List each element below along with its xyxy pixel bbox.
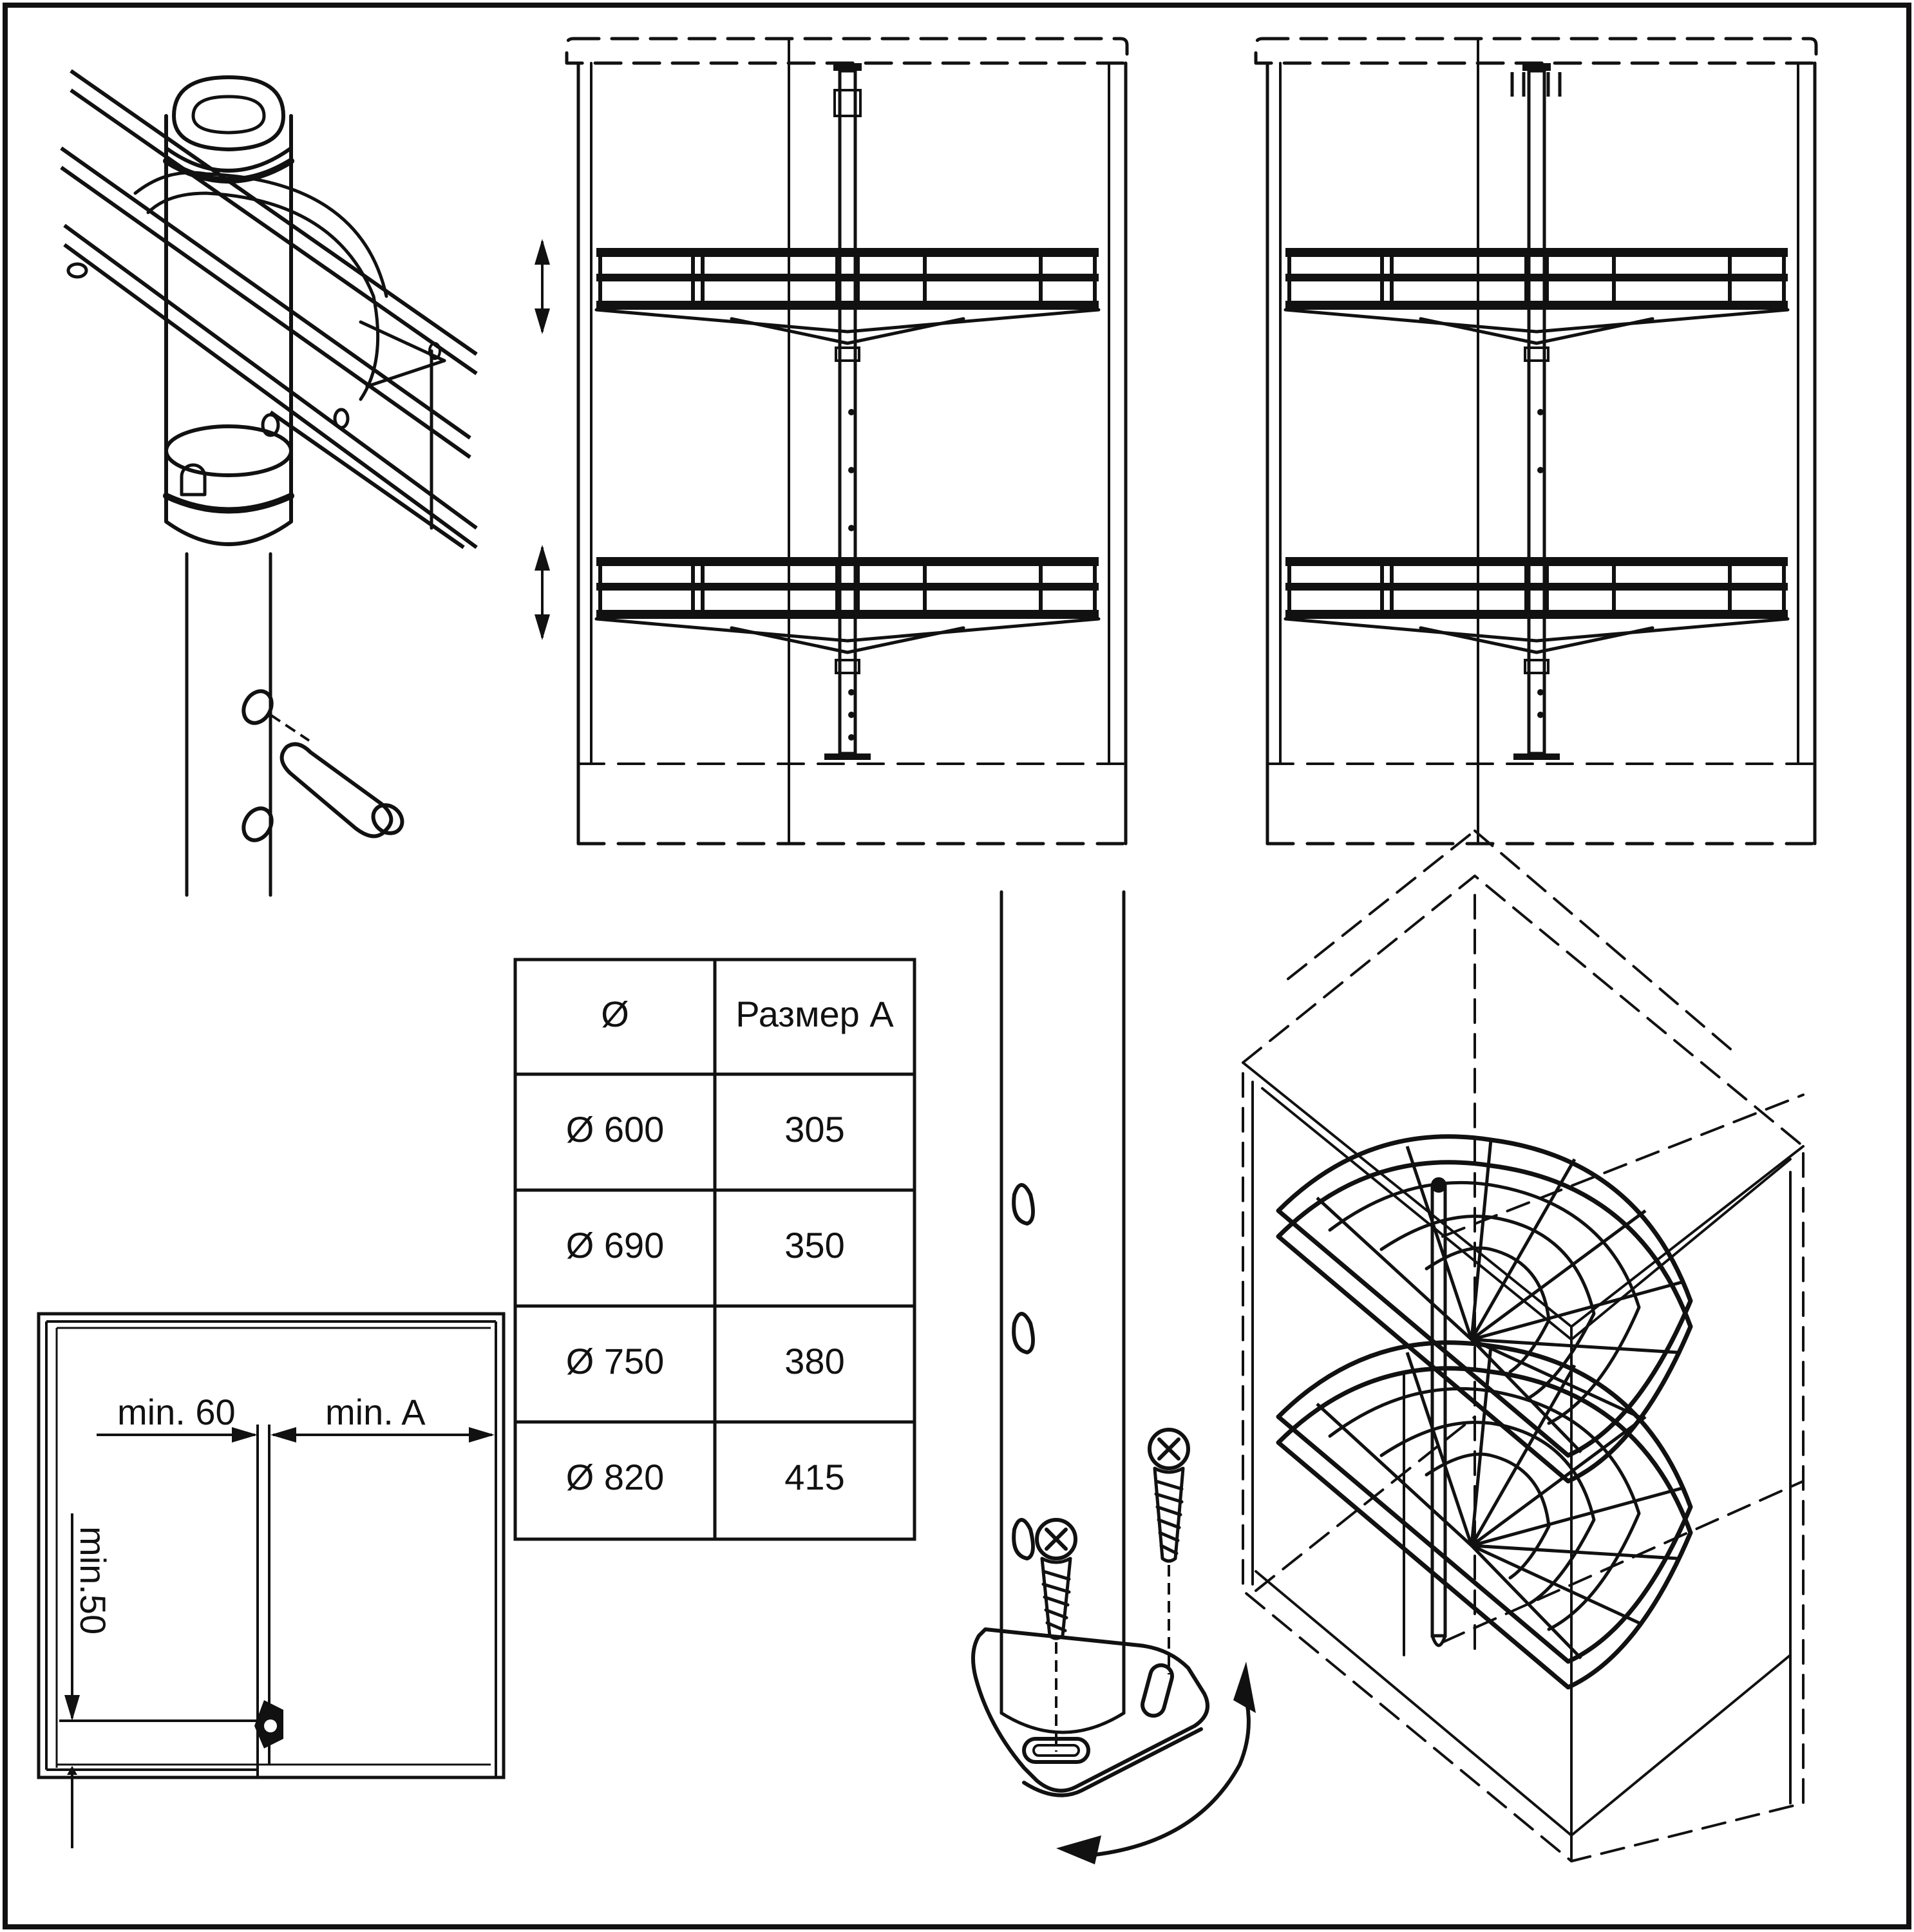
- table-header-size-a: Размер А: [735, 994, 894, 1034]
- table-cell: 350: [784, 1225, 844, 1265]
- table-cell: Ø 750: [566, 1341, 665, 1381]
- screw-left: [1035, 1518, 1077, 1752]
- table-cell: Ø 820: [566, 1457, 665, 1497]
- size-table: Ø Размер А Ø 600 305 Ø 690 350 Ø 750 380…: [513, 958, 916, 1541]
- rotation-arrow: [1093, 1685, 1251, 1857]
- tube-hole-lower: [242, 806, 274, 842]
- table-cell: 380: [784, 1341, 844, 1381]
- upper-shelf: [596, 248, 1099, 343]
- page-border: [3, 3, 1911, 1929]
- plan-view-clearances: min. 60 min. A min.50: [37, 1312, 506, 1848]
- dim-min-60: min. 60: [117, 1392, 236, 1432]
- table-cell: Ø 690: [566, 1225, 665, 1265]
- lower-shelf: [596, 557, 1099, 652]
- dim-min-50: min.50: [73, 1526, 113, 1634]
- locking-pin: [280, 742, 404, 838]
- elevation-fixed: [1254, 37, 1818, 846]
- screw-right: [1148, 1428, 1190, 1674]
- base-plate-detail: [971, 890, 1256, 1864]
- tube-slot: [1012, 1183, 1035, 1560]
- tube-hole-upper: [242, 689, 274, 725]
- table-cell: 415: [784, 1457, 844, 1497]
- table-cell: 305: [784, 1109, 844, 1150]
- table-cell: Ø 600: [566, 1109, 665, 1150]
- tube-clamp-detail: [60, 69, 478, 897]
- lower-basket: [1278, 1343, 1691, 1687]
- elevation-adjustable: [535, 37, 1129, 846]
- table-header-diameter: Ø: [601, 994, 629, 1034]
- dim-min-a: min. A: [325, 1392, 426, 1432]
- isometric-cabinet: [1242, 829, 1805, 1862]
